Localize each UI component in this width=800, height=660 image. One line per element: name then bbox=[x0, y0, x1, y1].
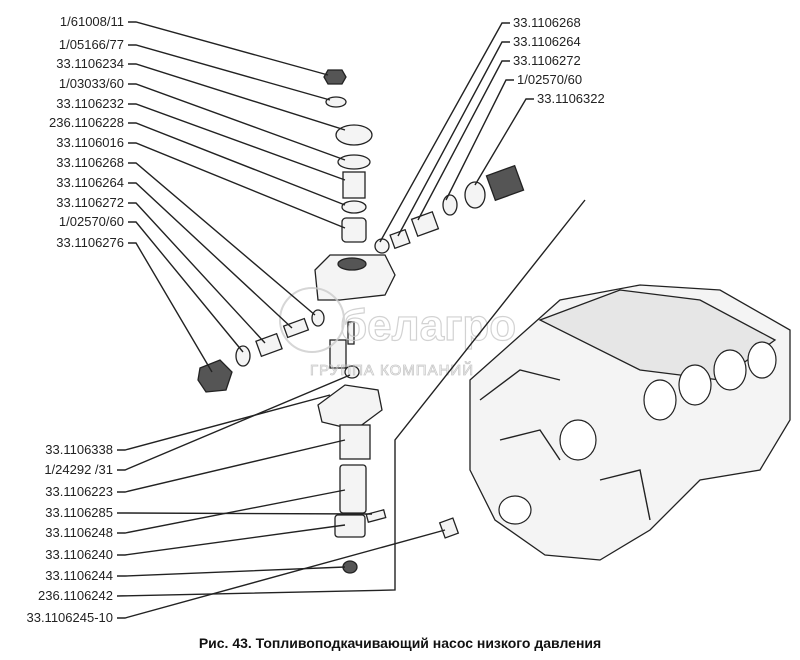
screw-part bbox=[438, 517, 460, 539]
part-label: 33.1106285 bbox=[45, 505, 113, 520]
leader-line bbox=[117, 439, 346, 493]
part-label: 1/24292 /31 bbox=[44, 462, 113, 477]
pump-housing bbox=[314, 254, 396, 301]
leader-line bbox=[117, 394, 331, 451]
leader-line bbox=[117, 374, 351, 471]
watermark-subtitle: ГРУППА КОМПАНИЙ bbox=[310, 361, 474, 379]
pin-part bbox=[347, 321, 355, 345]
leader-line bbox=[117, 512, 373, 515]
part-label: 33.1106272 bbox=[56, 195, 124, 210]
spring-part bbox=[342, 171, 366, 199]
part-label: 33.1106234 bbox=[56, 56, 124, 71]
part-label: 236.1106228 bbox=[49, 115, 124, 130]
part-labels: 1/61008/11 1/05166/77 33.1106234 1/03033/60… bbox=[26, 14, 604, 625]
flange-part bbox=[317, 384, 383, 431]
leader-lines bbox=[116, 21, 586, 619]
leader-line bbox=[128, 63, 346, 131]
nut-part bbox=[323, 69, 347, 85]
part-label: 33.1106248 bbox=[45, 525, 113, 540]
leader-line bbox=[128, 142, 346, 229]
engine-block bbox=[469, 284, 791, 561]
leader-line bbox=[128, 122, 346, 206]
plunger-part bbox=[339, 464, 367, 514]
valve-spring-part bbox=[389, 228, 411, 250]
watermark-brand: белагро bbox=[340, 301, 516, 350]
part-label: 33.1106016 bbox=[56, 135, 124, 150]
leader-line bbox=[117, 566, 346, 577]
leader-line bbox=[116, 199, 586, 597]
part-label: 33.1106268 bbox=[513, 15, 581, 30]
valve-ball-part bbox=[374, 238, 390, 254]
leader-line bbox=[474, 98, 534, 186]
part-label: 33.1106322 bbox=[537, 91, 605, 106]
part-label: 33.1106245-10 bbox=[26, 610, 113, 625]
part-label: 33.1106240 bbox=[45, 547, 113, 562]
housing-port bbox=[337, 257, 367, 271]
part-label: 33.1106338 bbox=[45, 442, 113, 457]
axle-part bbox=[365, 509, 387, 523]
gasket-part bbox=[235, 345, 251, 367]
leader-line bbox=[117, 529, 446, 619]
roller-part bbox=[342, 560, 358, 574]
leader-line bbox=[117, 524, 346, 556]
leader-line bbox=[128, 182, 293, 329]
spring-lower-part bbox=[339, 424, 371, 460]
valve-body-part bbox=[410, 210, 440, 238]
cap-part bbox=[335, 124, 373, 146]
leader-line bbox=[379, 22, 510, 243]
leader-line bbox=[128, 83, 346, 161]
leader-line bbox=[445, 79, 514, 201]
leader-line bbox=[128, 103, 346, 181]
plug-part bbox=[197, 359, 233, 393]
leader-line bbox=[128, 44, 331, 101]
valve-spring-part bbox=[282, 317, 310, 339]
leader-line bbox=[417, 60, 510, 221]
part-label: 33.1106272 bbox=[513, 53, 581, 68]
part-label: 33.1106244 bbox=[45, 568, 113, 583]
fitting-bolt-part bbox=[485, 164, 525, 202]
valve-part bbox=[341, 217, 367, 243]
leader-line bbox=[397, 41, 510, 237]
part-label: 1/02570/60 bbox=[59, 214, 124, 229]
part-label: 33.1106264 bbox=[513, 34, 581, 49]
seat-part bbox=[341, 200, 367, 214]
part-label: 33.1106276 bbox=[56, 235, 124, 250]
valve-ball-part bbox=[311, 309, 325, 327]
watermark-logo-circle bbox=[279, 287, 345, 353]
part-label: 33.1106264 bbox=[56, 175, 124, 190]
leader-line bbox=[128, 242, 213, 373]
part-label: 33.1106232 bbox=[56, 96, 124, 111]
leader-line bbox=[128, 202, 266, 344]
washer-part bbox=[464, 181, 486, 209]
leader-line bbox=[117, 489, 346, 534]
part-label: 1/61008/11 bbox=[60, 14, 124, 29]
watermark: белагро ГРУППА КОМПАНИЙ bbox=[279, 287, 517, 379]
gasket-part bbox=[337, 154, 371, 170]
part-label: 1/05166/77 bbox=[59, 37, 124, 52]
part-label: 33.1106223 bbox=[45, 484, 113, 499]
part-label: 1/02570/60 bbox=[517, 72, 582, 87]
washer-part bbox=[325, 96, 347, 108]
part-label: 33.1106268 bbox=[56, 155, 124, 170]
part-label: 1/03033/60 bbox=[59, 76, 124, 91]
leader-line bbox=[128, 162, 316, 316]
leader-line bbox=[128, 21, 329, 76]
part-label: 236.1106242 bbox=[38, 588, 113, 603]
leader-line bbox=[128, 221, 244, 353]
figure-caption: Рис. 43. Топливоподкачивающий насос низк… bbox=[199, 635, 601, 651]
gasket-part bbox=[442, 194, 458, 216]
